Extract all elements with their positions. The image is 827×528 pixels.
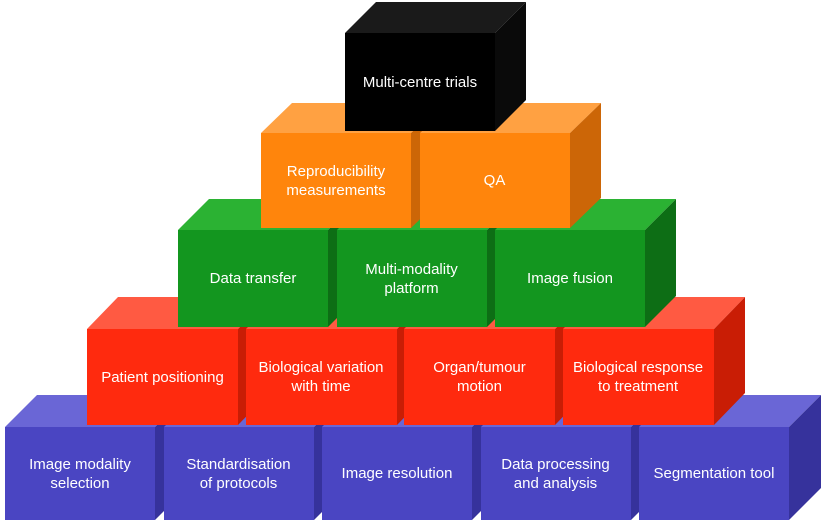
block-side-face [789, 395, 821, 520]
block-label: Segmentation tool [653, 465, 775, 482]
block-shape [345, 2, 526, 131]
block-label: Data transfer [209, 270, 297, 287]
block-top-1: Multi-centre trials [345, 2, 526, 131]
block-front-face [261, 133, 411, 228]
block-front-face [5, 427, 155, 520]
block-side-face [495, 2, 526, 131]
block-front-face [87, 329, 238, 425]
block-label: Image resolution [341, 465, 453, 482]
block-front-face [345, 33, 495, 131]
block-front-face [562, 329, 714, 425]
block-label: Standardisation of protocols [186, 455, 291, 492]
block-label: Data processing and analysis [501, 455, 610, 492]
block-label: Patient positioning [101, 368, 224, 386]
block-label: Multi-modality platform [365, 260, 458, 297]
block-front-face [245, 329, 397, 425]
block-label: Biological response to treatment [572, 359, 704, 395]
block-front-face [336, 230, 487, 327]
block-front-face [495, 230, 645, 327]
block-front-face [163, 427, 314, 520]
block-label: Image fusion [527, 270, 613, 287]
block-front-face [178, 230, 328, 327]
block-label: Reproducibility measurements [286, 162, 386, 199]
block-side-face [713, 297, 745, 425]
block-front-face [322, 427, 472, 520]
block-front-face [639, 427, 789, 520]
block-front-face [404, 329, 555, 425]
block-label: Multi-centre trials [362, 73, 478, 91]
block-label: Organ/tumour motion [433, 359, 526, 395]
block-front-face [419, 133, 570, 228]
block-top-face [345, 2, 526, 33]
block-side-face [645, 199, 676, 327]
block-label: Biological variation with time [258, 359, 384, 395]
block-label: QA [483, 172, 506, 189]
block-front-face [480, 427, 631, 520]
block-label: Image modality selection [29, 455, 131, 492]
block-side-face [569, 103, 601, 228]
